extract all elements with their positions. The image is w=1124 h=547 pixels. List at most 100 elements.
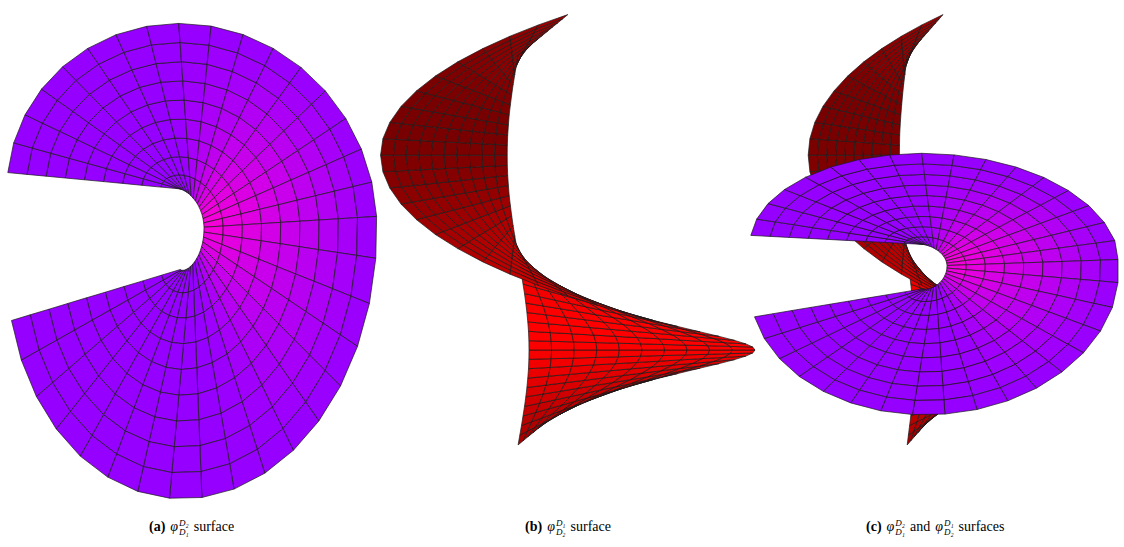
mesh-patch xyxy=(918,217,932,228)
mesh-patch xyxy=(823,91,841,108)
mesh-patch xyxy=(882,258,902,274)
mesh-patch xyxy=(563,292,597,305)
red-surface xyxy=(808,15,1078,445)
mesh-patch xyxy=(510,270,539,285)
mesh-patch xyxy=(952,155,986,170)
mesh-patch xyxy=(381,155,396,172)
mesh-patch xyxy=(383,171,402,188)
mesh-patch xyxy=(926,185,948,197)
mesh-patch xyxy=(183,81,205,103)
symbol: φ xyxy=(170,519,178,534)
mesh-patch xyxy=(12,315,40,360)
mesh-patch xyxy=(663,350,687,356)
subscript: D₁ xyxy=(179,528,189,537)
superscript: D₁ xyxy=(944,519,954,528)
mesh-patch xyxy=(808,139,819,156)
mesh-patch xyxy=(469,143,482,155)
mesh-patch xyxy=(184,100,203,122)
mesh-patch xyxy=(116,26,151,52)
mesh-patch xyxy=(529,341,552,350)
mesh-patch xyxy=(172,446,201,473)
symbol: φ xyxy=(547,519,555,534)
mesh-patch xyxy=(186,119,202,141)
mesh-patch xyxy=(836,141,846,156)
mesh-patch xyxy=(854,142,864,155)
mesh-patch xyxy=(458,49,486,66)
mesh-patch xyxy=(984,256,1005,265)
mesh-patch xyxy=(390,187,412,204)
mesh-patch xyxy=(319,219,339,253)
mesh-patch xyxy=(882,36,902,52)
mesh-patch xyxy=(174,420,200,447)
mesh-patch xyxy=(483,36,511,52)
mesh-patch xyxy=(1040,248,1062,262)
mesh-patch xyxy=(431,155,445,169)
mesh-patch xyxy=(457,143,471,156)
mesh-patch xyxy=(261,222,281,243)
mesh-patch xyxy=(194,287,204,316)
mesh-patch xyxy=(458,245,486,262)
mesh-patch xyxy=(482,144,495,155)
mesh-patch xyxy=(815,106,831,123)
mesh-patch xyxy=(551,350,574,359)
caption-letter: (c) xyxy=(866,519,882,534)
caption-letter: (a) xyxy=(149,519,165,534)
purple-surface xyxy=(751,153,1118,414)
mesh-patch xyxy=(435,62,463,79)
index-stack: D₂D₁ xyxy=(179,519,189,537)
mesh-patch xyxy=(923,164,952,176)
mesh-patch xyxy=(280,221,300,247)
mesh-patch xyxy=(596,350,619,357)
mesh-patch xyxy=(299,220,319,250)
mesh-patch xyxy=(901,270,922,285)
mesh-patch xyxy=(230,449,265,489)
mesh-patch xyxy=(1087,223,1115,244)
mesh-patch xyxy=(151,43,181,64)
mesh-patch xyxy=(905,289,924,295)
mesh-patch xyxy=(917,371,943,386)
mesh-patch xyxy=(1042,262,1062,278)
mesh-patch xyxy=(549,366,572,376)
mesh-patch xyxy=(496,176,509,188)
mesh-patch xyxy=(686,350,710,355)
mesh-patch xyxy=(495,134,508,145)
mesh-patch xyxy=(162,270,181,281)
mesh-patch xyxy=(881,397,915,414)
superscript: D₁ xyxy=(556,519,566,528)
mesh-patch xyxy=(929,206,945,218)
mesh-patch xyxy=(1023,262,1043,276)
mesh-patch xyxy=(482,166,496,178)
mesh-patch xyxy=(393,139,408,155)
mesh-patch xyxy=(899,174,926,185)
caption-text: surfaces xyxy=(959,519,1005,534)
mesh-patch xyxy=(641,350,665,356)
mesh-patch xyxy=(890,145,899,156)
caption-text: surface xyxy=(194,519,234,534)
mesh-patch xyxy=(444,142,458,155)
mesh-patch xyxy=(179,23,211,45)
mesh-patch xyxy=(419,155,433,170)
mesh-patch xyxy=(618,350,642,357)
superscript: D₂ xyxy=(895,519,905,528)
mesh-patch xyxy=(170,119,187,138)
mesh-patch xyxy=(551,341,574,350)
mesh-patch xyxy=(708,350,733,354)
red-surface xyxy=(381,15,755,445)
mesh-patch xyxy=(195,312,208,342)
mesh-patch xyxy=(872,143,882,155)
mesh-patch xyxy=(416,76,443,93)
mesh-patch xyxy=(482,133,496,145)
mesh-patch xyxy=(881,144,890,155)
mesh-patch xyxy=(147,23,180,45)
mesh-patch xyxy=(845,141,855,155)
mesh-patch xyxy=(143,275,163,290)
mesh-patch xyxy=(351,255,376,303)
mesh-patch xyxy=(618,343,642,350)
mesh-patch xyxy=(431,141,445,155)
mesh-patch xyxy=(810,122,823,139)
mesh-patch xyxy=(166,100,186,119)
mesh-patch xyxy=(863,143,873,156)
caption: (c)φD₂D₁andφD₁D₂surfaces xyxy=(863,518,1007,537)
mesh-patch xyxy=(1100,260,1118,283)
mesh-patch xyxy=(937,298,947,314)
